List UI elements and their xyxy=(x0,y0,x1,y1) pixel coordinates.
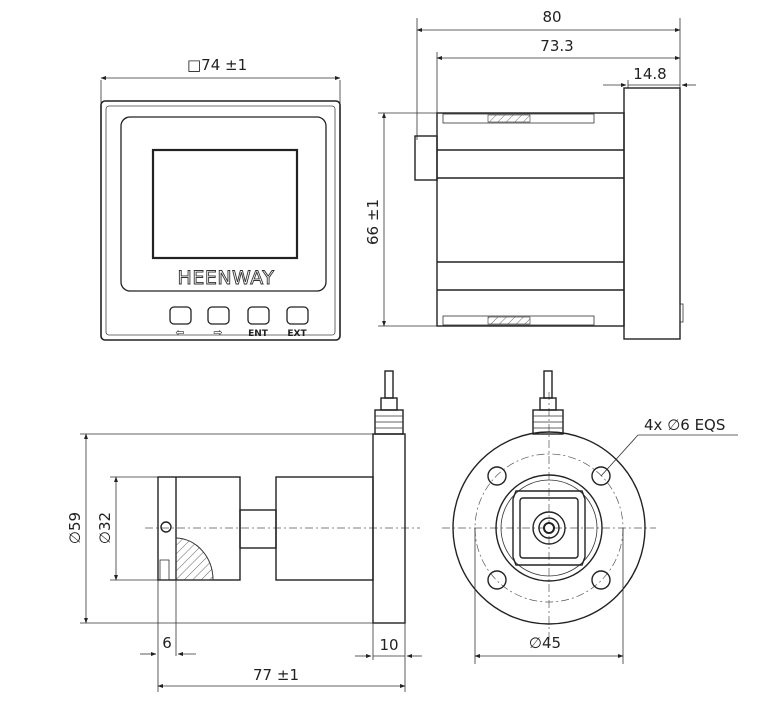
sensor-length-label: 77 ±1 xyxy=(253,666,299,684)
key-enter[interactable]: ENT xyxy=(247,306,270,339)
meter-body xyxy=(436,112,625,327)
square-drive-outer xyxy=(512,490,586,566)
bottom-mount-clip xyxy=(442,315,595,326)
right-arrow-icon: ⇨ xyxy=(213,326,222,339)
overall-length-label: 80 xyxy=(542,8,561,26)
body-length-label: 73.3 xyxy=(540,37,573,55)
drive-bore xyxy=(543,522,555,534)
hub-pin xyxy=(160,521,172,533)
sensor-side-view: ∅59 ∅32 6 10 77 ±1 xyxy=(66,370,422,692)
height-label: 66 ±1 xyxy=(364,199,382,245)
meter-bezel xyxy=(100,100,341,341)
sensor-front-view: 4x ∅6 EQS ∅45 xyxy=(442,370,738,664)
ten-label: 10 xyxy=(379,636,398,654)
rear-connector xyxy=(414,135,438,181)
bolt-hole-3 xyxy=(487,570,507,590)
sensor-body xyxy=(275,476,374,581)
left-arrow-icon: ⇦ xyxy=(175,326,184,339)
flange-thickness-label: 14.8 xyxy=(633,65,666,83)
body-ring-inner xyxy=(500,479,598,577)
key-left[interactable]: ⇦ xyxy=(169,306,192,339)
six-label: 6 xyxy=(162,634,172,652)
bolt-hole-2 xyxy=(591,466,611,486)
front-cable xyxy=(543,370,553,399)
body-ring xyxy=(495,474,603,582)
key-exit[interactable]: EXT xyxy=(286,306,309,339)
drive-hub-ring xyxy=(538,517,560,539)
meter-side-view: 80 73.3 14.8 66 ±1 xyxy=(364,8,696,340)
meter-bezel-inner xyxy=(105,105,336,336)
top-clip-teeth xyxy=(487,114,531,123)
phi59-label: ∅59 xyxy=(66,512,84,544)
front-gland-sleeve xyxy=(539,397,557,411)
pcd-label: ∅45 xyxy=(529,634,561,652)
bolt-hole-4 xyxy=(591,570,611,590)
bolt-hole-1 xyxy=(487,466,507,486)
mount-flange xyxy=(372,433,406,624)
enter-key-label: ENT xyxy=(248,329,269,339)
drive-hub xyxy=(532,511,566,545)
flange-outer xyxy=(452,431,646,625)
phi32-label: ∅32 xyxy=(96,512,114,544)
front-width-label: □74 ±1 xyxy=(187,56,247,74)
cable-gland-sleeve xyxy=(380,397,398,411)
shaft-neck xyxy=(239,509,277,549)
exit-key-label: EXT xyxy=(287,329,307,339)
display-window xyxy=(120,116,327,292)
front-bezel-side xyxy=(623,87,681,340)
hub-section-hatch xyxy=(175,537,214,581)
bottom-clip-teeth xyxy=(487,316,531,325)
top-mount-clip xyxy=(442,113,595,124)
bolt-hole-leader xyxy=(600,434,639,477)
lcd-screen xyxy=(151,148,299,260)
hub-slot xyxy=(159,559,170,581)
meter-front-view: □74 ±1 HEENWAY ⇦ ⇨ ENT EXT xyxy=(100,56,341,341)
cable xyxy=(384,370,394,399)
brand-logo: HEENWAY xyxy=(178,267,275,289)
bezel-tab xyxy=(679,303,684,323)
key-right[interactable]: ⇨ xyxy=(207,306,230,339)
bolt-hole-label: 4x ∅6 EQS xyxy=(644,416,725,434)
square-drive-inner xyxy=(519,497,579,559)
